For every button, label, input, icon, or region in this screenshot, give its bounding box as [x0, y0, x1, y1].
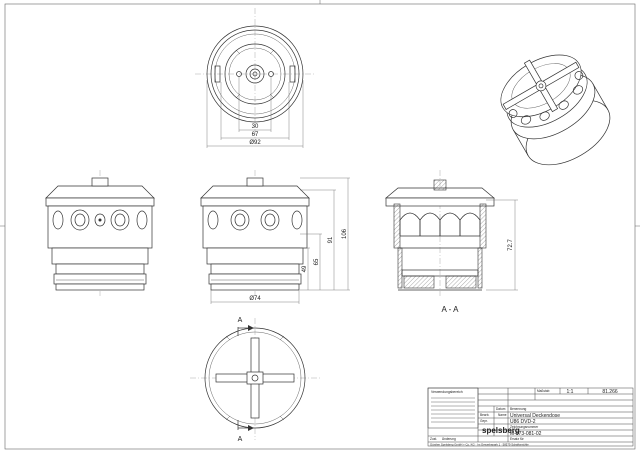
tb-field-scale-label: Maßstab [537, 389, 550, 393]
front-view [45, 170, 155, 296]
dim-91: 91 [328, 236, 334, 243]
tb-field-replaces: Ersatz für [510, 437, 525, 441]
dim-30: 30 [252, 124, 259, 130]
tb-field-designation: Benennung [510, 407, 527, 411]
section-label: A - A [442, 305, 460, 314]
section-mark-top: A [238, 317, 243, 324]
tb-field-usage: Verwendungsbereich [431, 390, 463, 394]
dim-106: 106 [342, 228, 348, 239]
dim-72-7: 72.7 [508, 239, 514, 251]
section-view: 72.7 A - A [385, 170, 518, 314]
tb-field-checked: Gepr. [480, 419, 488, 423]
tb-field-drawn: Bearb. [480, 413, 490, 417]
tb-field-status: Zust. [430, 437, 437, 441]
bottom-view: A A [190, 317, 320, 443]
title-block: Verwendungsbereich Maßstab 1:1 81.266 Da… [427, 387, 634, 447]
tb-field-date: Datum [496, 407, 506, 411]
tb-scale: 1:1 [567, 389, 574, 395]
isometric-view [500, 54, 611, 166]
dim-67: 67 [252, 132, 259, 138]
tb-field-name: Name [498, 413, 507, 417]
tb-sheet-number: 81.266 [602, 389, 618, 395]
dim-49: 49 [302, 265, 308, 272]
top-view: 30 67 Ø92 [195, 8, 315, 148]
tb-drawing-number: M-973-081-02 [510, 431, 542, 437]
dim-74: Ø74 [249, 296, 261, 302]
tb-footer: Günther Spelsberg GmbH + Co. KG · Im Gew… [430, 443, 529, 447]
tb-name: U86 DVD-2 [510, 419, 536, 425]
tb-field-drawing-number: Zeichnungsnummer [510, 425, 539, 429]
tb-notes-block [431, 397, 475, 423]
section-mark-bottom: A [238, 436, 243, 443]
tb-field-change: Änderung [442, 437, 456, 441]
tb-title: Universal Deckendose [510, 413, 560, 419]
dim-65: 65 [314, 258, 320, 265]
side-view: Ø74 49 65 91 106 [200, 170, 350, 304]
tb-company-logo: spelsberg [482, 426, 520, 435]
dim-92: Ø92 [249, 140, 261, 146]
